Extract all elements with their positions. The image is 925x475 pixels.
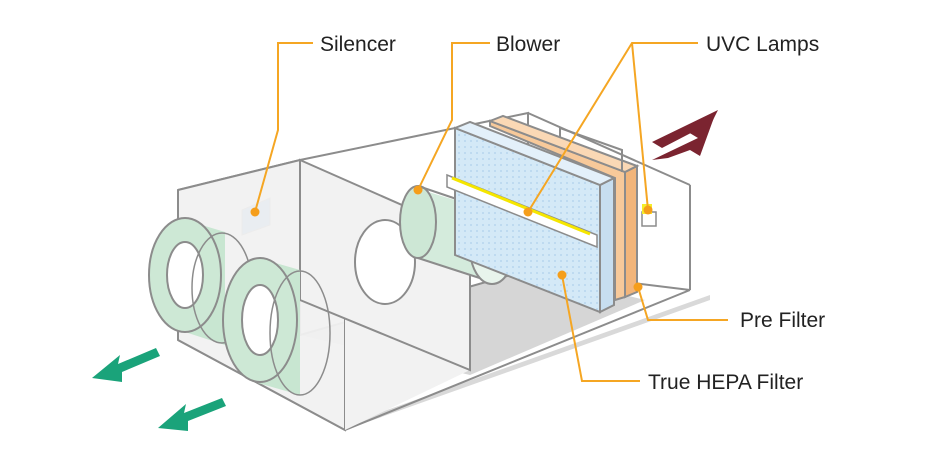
uv-lamp-frame [559,126,623,172]
silencer-label: Silencer [320,33,396,56]
outlet-arrow-lower [158,398,226,431]
pre-filter-callout-line [637,286,728,321]
pre-filter-dot [633,282,643,292]
uv-lamp [446,173,598,249]
uvc-lamps-label: UVC Lamps [706,33,819,56]
outlet-arrow-upper [92,348,160,382]
hepa-dot [557,270,567,280]
blower-callout-line [417,42,490,191]
uvc-callout-line-2 [631,42,649,211]
silencer-dot [250,207,260,217]
blower-dot [413,185,423,195]
pre-filter-label: Pre Filter [740,309,825,332]
partition-opening [354,219,416,305]
outlet-duct-front [222,257,331,396]
callout-dots [250,185,653,292]
pre-filter [487,114,640,302]
hepa-filter-label: True HEPA Filter [648,371,803,394]
uvc-dot-2 [643,205,653,215]
hepa-callout-line [561,274,640,382]
blower-label: Blower [496,33,560,56]
housing-floor [345,295,710,430]
inlet-arrow [652,110,718,160]
outlet-duct-back [148,217,253,345]
uvc-dot [523,207,533,217]
callouts [254,42,728,382]
partition-wall [299,158,471,430]
silencer-callout-line [254,42,313,213]
